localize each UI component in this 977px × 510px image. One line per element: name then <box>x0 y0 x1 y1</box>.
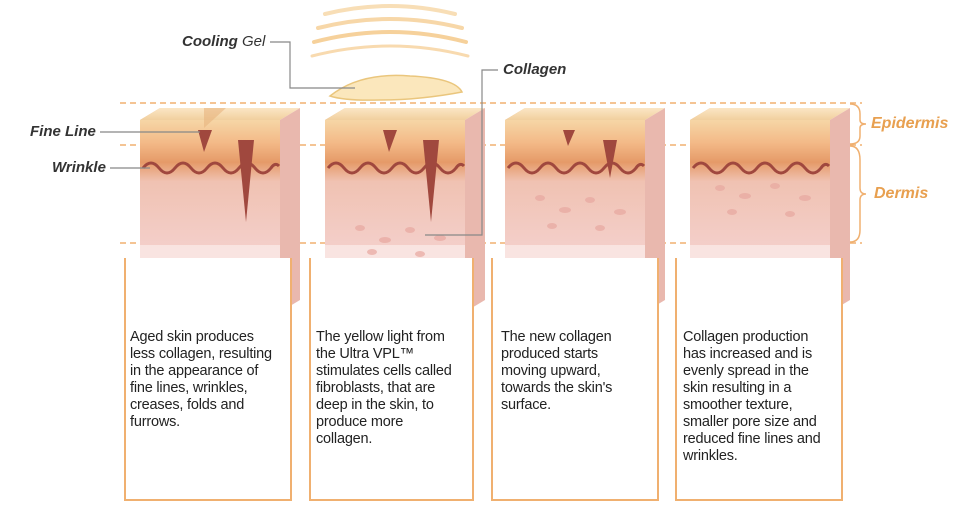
stage-panel-1 <box>124 258 292 501</box>
cooling-gel-label-rest: Gel <box>242 33 266 50</box>
cooling-gel-label-bold: Cooling <box>182 33 238 50</box>
leader-lines <box>100 41 498 236</box>
fine-line-label: Fine Line <box>30 123 96 140</box>
stage-4-text: Collagen production has increased and is… <box>683 329 821 464</box>
stage-2-text: The yellow light from the Ultra VPL™ sti… <box>316 329 452 447</box>
dermis-label: Dermis <box>874 185 929 202</box>
stage-panel-2 <box>309 258 474 501</box>
stage-1-text: Aged skin produces less collagen, result… <box>130 329 272 430</box>
stage-3-text: The new collagen produced starts moving … <box>501 329 613 413</box>
layer-braces <box>849 103 867 243</box>
stage-panel-4 <box>675 258 843 501</box>
stage-panel-3 <box>491 258 659 501</box>
light-rays <box>310 4 470 58</box>
wrinkle-label: Wrinkle <box>52 159 106 176</box>
epidermis-label: Epidermis <box>871 115 949 132</box>
cooling-gel-label: Cooling Gel <box>182 33 265 50</box>
collagen-label: Collagen <box>503 61 567 78</box>
